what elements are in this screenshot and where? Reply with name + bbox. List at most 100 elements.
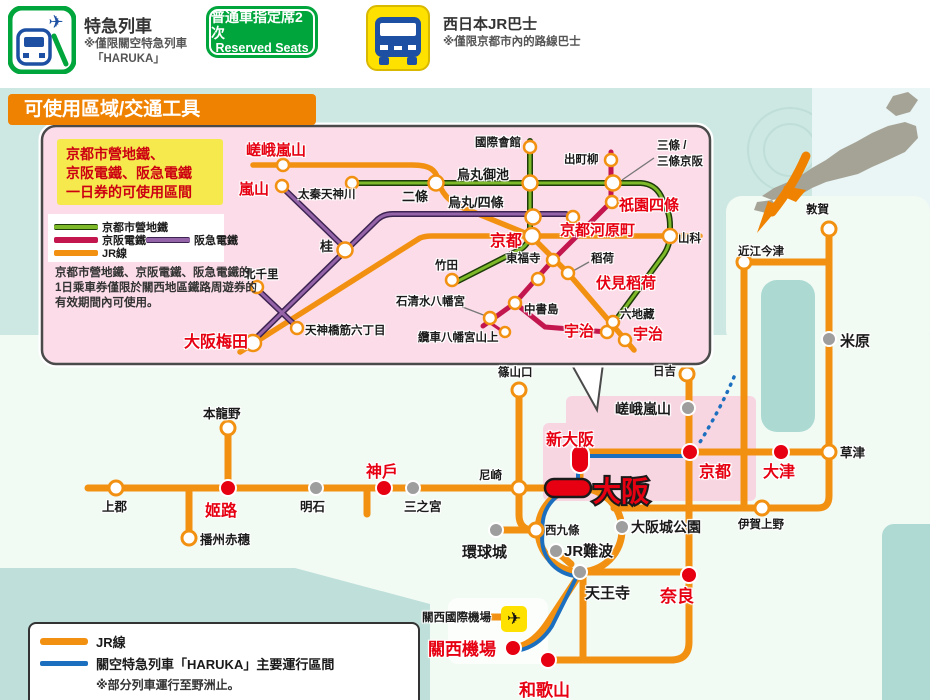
express-note1: ※僅限關空特急列車: [84, 38, 188, 50]
station-label-akashi: 明石: [300, 500, 326, 514]
hokkaido-shape: [886, 92, 918, 116]
station-dot-kyoto-main: [681, 443, 699, 461]
inset-note-line3: 有效期間內可使用。: [55, 297, 159, 309]
legend-jr-sample: [40, 638, 88, 645]
inset-dot-gion-shijo: [604, 194, 620, 210]
inset-label-tofukuji: 東福寺: [506, 253, 541, 265]
station-dot-kansai-airport: [504, 639, 522, 657]
keihan-line-sample: [54, 237, 98, 243]
bus-title: 西日本JR巴士: [443, 16, 538, 33]
inset-dot-iwashimizu: [482, 310, 498, 326]
inset-info-box: 京都市營地鐵、 京阪電鐵、阪急電鐵 一日券的可使用區間: [57, 139, 223, 205]
jr-sagano-nara-line: [541, 366, 693, 664]
station-dot-nara: [680, 566, 698, 584]
station-dot-osakajo-koen: [614, 519, 630, 535]
inset-dot-kokusai-kaikan: [522, 139, 538, 155]
inset-label-demachiyanagi: 出町柳: [564, 154, 599, 166]
station-label-tsuruga: 敦賀: [806, 204, 829, 216]
station-label-amagasaki: 尼崎: [479, 470, 502, 482]
inset-dot-kyoto: [522, 226, 542, 246]
inset-dot-demachiyanagi: [603, 152, 619, 168]
station-capsule-osaka: [543, 477, 593, 499]
station-label-hiyoshi: 日吉: [653, 366, 676, 378]
inset-label-inari: 稻荷: [591, 253, 614, 265]
reserved-seat-badge: 普通車指定席2次 Reserved Seats: [206, 6, 318, 58]
inset-label-osaka-umeda: 大阪梅田: [184, 334, 249, 351]
station-label-nara: 奈良: [660, 587, 694, 606]
station-capsule-shin-osaka: [570, 444, 590, 474]
lake-biwa: [761, 280, 815, 432]
svg-text:✈: ✈: [48, 12, 63, 32]
station-dot-banshu-ako: [180, 529, 198, 547]
station-label-himeji: 姬路: [205, 503, 238, 520]
inset-pointer-lines: [459, 157, 655, 317]
express-train-icon: ✈: [8, 6, 76, 74]
station-label-saga-arashiyama-main: 嵯峨嵐山: [615, 401, 671, 417]
station-label-kusatsu: 草津: [840, 446, 866, 460]
station-dot-hiyoshi: [678, 365, 696, 383]
inset-note: 京都市營地鐵、京阪電鐵、阪急電鐵的 1日乘車券僅限於關西地區鐵路周遊券的 有效期…: [55, 266, 257, 311]
inset-note-line2: 1日乘車券僅限於關西地區鐵路周遊券的: [55, 282, 257, 294]
inset-dot-fushimi-inari: [530, 271, 546, 287]
legend-keihan-label: 京阪電鐵: [102, 235, 146, 247]
inset-label-kita-senri: 北千里: [244, 269, 279, 281]
station-dot-kusatsu: [820, 443, 838, 461]
inset-label-cable: 纜車八幡宮山上: [418, 332, 499, 344]
jr-bus-route-line: [695, 375, 736, 449]
reserved-line2: Reserved Seats: [215, 40, 309, 55]
locator-arrow-head: [757, 201, 780, 233]
station-dot-akashi: [308, 480, 324, 496]
inset-dot-chushojima: [507, 295, 523, 311]
station-dot-jr-namba: [548, 543, 564, 559]
inset-dot-nijo: [427, 174, 445, 192]
inset-dot-uji-jr: [617, 332, 633, 348]
inset-dot-karasuma-oike: [521, 174, 539, 192]
station-dot-saga-arashiyama-main: [680, 400, 696, 416]
inset-dot-osaka-umeda: [243, 333, 263, 353]
station-label-kobe: 神戶: [366, 464, 399, 481]
inset-label-takeda: 竹田: [435, 260, 458, 272]
inset-label-kyoto-kawaramachi: 京都河原町: [560, 222, 636, 239]
legend-haruka-note: ※部分列車運行至野洲止。: [96, 678, 240, 692]
inset-label-uzumasa: 太秦天神川: [298, 189, 356, 201]
jr-line-sample-inset: [54, 250, 98, 256]
station-label-universal-city: 環球城: [462, 544, 508, 561]
inset-label-nijo: 二條: [402, 189, 429, 204]
station-dot-omi-imazu: [735, 253, 753, 271]
station-label-nishikujo: 西九條: [545, 525, 580, 537]
info-line3: 一日券的可使用區間: [66, 184, 192, 200]
inset-dot-kyoto-kawaramachi: [565, 209, 581, 225]
info-line2: 京阪電鐵、阪急電鐵: [66, 165, 192, 181]
inset-label-chushojima: 中書島: [524, 304, 559, 316]
station-label-iga-ueno: 伊賀上野: [738, 519, 784, 531]
inset-label-uji-jr: 宇治: [633, 326, 664, 343]
express-title: 特急列車: [84, 17, 152, 36]
inset-stations: [243, 139, 679, 353]
inset-dot-yamashina: [661, 227, 679, 245]
inset-label-saga-arashiyama: 嵯峨嵐山: [246, 142, 307, 159]
station-dot-otsu: [772, 443, 790, 461]
station-label-banshu-ako: 播州赤穗: [200, 533, 251, 547]
section-title-bar: 可使用區域/交通工具: [8, 94, 316, 125]
station-label-kamigori: 上郡: [102, 500, 128, 514]
station-label-sasayamaguchi: 篠山口: [498, 367, 533, 379]
station-dot-tennoji: [572, 564, 588, 580]
station-dot-sasayamaguchi: [510, 381, 528, 399]
honshu-shape: [762, 122, 918, 200]
station-dot-kobe: [375, 479, 393, 497]
inset-dot-inari: [560, 265, 576, 281]
station-dot-iga-ueno: [753, 499, 771, 517]
legend-jr-label-inset: JR線: [102, 248, 128, 260]
station-label-kansai-intl-airport: 關西國際機場: [422, 612, 491, 624]
station-dot-tsuruga: [820, 220, 838, 238]
inset-label-arashiyama: 嵐山: [239, 181, 270, 198]
inset-label-kokusai-kaikan: 國際會館: [475, 137, 521, 149]
station-dot-maibara: [821, 331, 837, 347]
station-label-tennoji: 天王寺: [585, 585, 631, 602]
station-label-shin-osaka: 新大阪: [546, 432, 595, 449]
subway-line-sample: [54, 224, 98, 230]
reserved-line1: 普通車指定席2次: [211, 8, 303, 41]
station-dot-wakayama: [539, 651, 557, 669]
inset-legend: 京都市營地鐵 京阪電鐵 阪急電鐵 JR線: [48, 214, 238, 262]
